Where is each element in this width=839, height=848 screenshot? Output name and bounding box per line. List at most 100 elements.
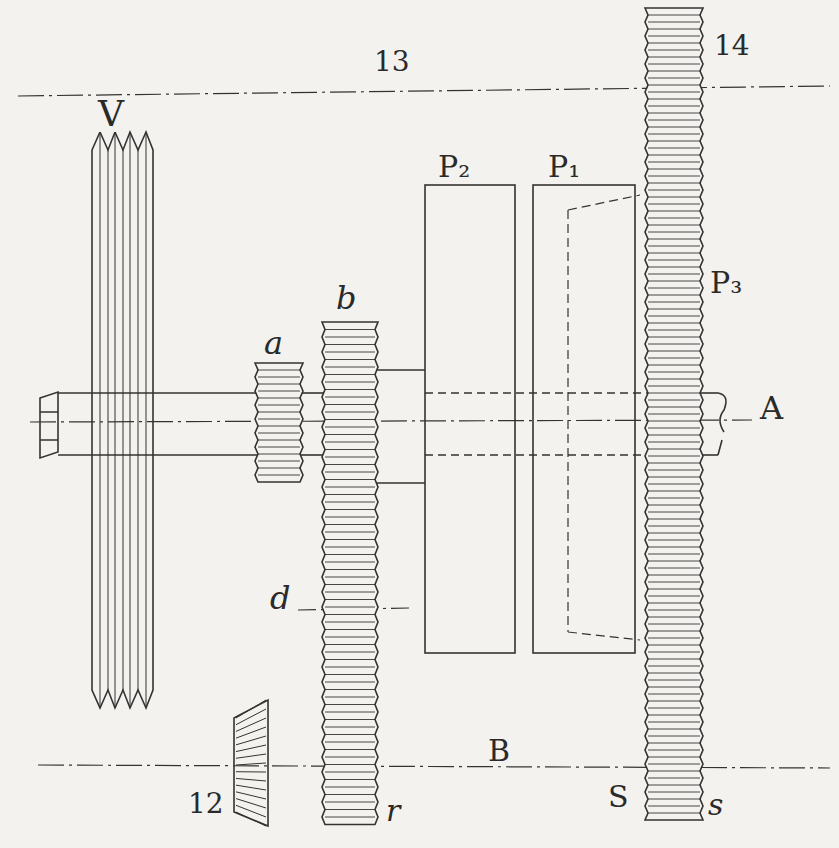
- gear-tooth: [648, 358, 700, 359]
- gear-tooth: [648, 183, 700, 184]
- gear-tooth: [325, 577, 375, 578]
- gear-tooth: [648, 463, 700, 464]
- gear-tooth: [325, 532, 375, 533]
- gear-tooth: [648, 484, 700, 485]
- part-letter: P₂: [436, 152, 472, 182]
- gear-tooth: [648, 162, 700, 163]
- gear-tooth: [648, 211, 700, 212]
- gear-tooth: [648, 449, 700, 450]
- gear-tooth: [648, 505, 700, 506]
- gear-tooth: [325, 337, 375, 338]
- gear-tooth: [648, 372, 700, 373]
- gear-tooth: [648, 729, 700, 730]
- gear-tooth: [648, 519, 700, 520]
- gear-tooth: [648, 715, 700, 716]
- part-letter: b: [334, 282, 358, 314]
- gear-tooth: [258, 433, 300, 434]
- gear-tooth: [325, 569, 375, 570]
- gear-tooth: [648, 50, 700, 51]
- gear-tooth: [325, 689, 375, 690]
- gear-tooth: [325, 457, 375, 458]
- gear-tooth: [648, 575, 700, 576]
- gear-tooth: [258, 384, 300, 385]
- gear-tooth: [258, 412, 300, 413]
- gear-tooth: [648, 176, 700, 177]
- gear-tooth: [258, 475, 300, 476]
- gear-tooth: [648, 330, 700, 331]
- gear-tooth: [258, 377, 300, 378]
- gear-tooth: [648, 295, 700, 296]
- gear-tooth: [325, 697, 375, 698]
- shaft: [700, 392, 718, 394]
- gear-tooth: [325, 359, 375, 360]
- gear-tooth: [325, 599, 375, 600]
- callout-number: 14: [712, 32, 752, 60]
- gear-tooth: [258, 419, 300, 420]
- hub: [375, 370, 425, 483]
- gear-tooth: [648, 799, 700, 800]
- gear-tooth: [258, 370, 300, 371]
- gear-tooth: [648, 36, 700, 37]
- gear-tooth: [325, 412, 375, 413]
- gear-tooth: [648, 134, 700, 135]
- v-pulley: [92, 132, 153, 708]
- bevel-tooth: [236, 785, 266, 790]
- gear-tooth: [325, 764, 375, 765]
- center-line: [18, 86, 830, 96]
- gear-tooth: [325, 659, 375, 660]
- gear-tooth: [648, 400, 700, 401]
- gear-tooth: [648, 554, 700, 555]
- gear-tooth: [648, 694, 700, 695]
- gear-tooth: [648, 155, 700, 156]
- gear-tooth: [325, 734, 375, 735]
- gear-tooth: [648, 603, 700, 604]
- shaft: [425, 454, 648, 456]
- gear-tooth: [325, 817, 375, 818]
- gear-tooth: [325, 382, 375, 383]
- gear-tooth: [648, 722, 700, 723]
- bevel-gear: [234, 700, 268, 826]
- gear-tooth: [325, 637, 375, 638]
- gear-tooth: [325, 554, 375, 555]
- gear-tooth: [648, 687, 700, 688]
- gear-tooth: [325, 584, 375, 585]
- gear-tooth: [648, 638, 700, 639]
- shaft: [300, 454, 325, 456]
- gear-tooth: [648, 736, 700, 737]
- gear-tooth: [648, 470, 700, 471]
- gear-tooth: [325, 749, 375, 750]
- gear-outline: [322, 322, 378, 825]
- gear-tooth: [325, 539, 375, 540]
- gear-tooth: [325, 674, 375, 675]
- bevel-tooth: [236, 709, 266, 725]
- part-letter: P₃: [708, 268, 744, 298]
- gear-tooth: [258, 461, 300, 462]
- part-letter: A: [758, 392, 785, 424]
- gear-tooth: [325, 727, 375, 728]
- gear-tooth: [325, 592, 375, 593]
- shaft-end: [718, 393, 726, 455]
- gear-tooth: [648, 127, 700, 128]
- gear-tooth: [648, 218, 700, 219]
- gear-tooth: [325, 397, 375, 398]
- gear-tooth: [648, 351, 700, 352]
- gear-tooth: [325, 509, 375, 510]
- gear-tooth: [325, 757, 375, 758]
- gear-tooth: [258, 468, 300, 469]
- gear-tooth: [648, 71, 700, 72]
- gear-tooth: [325, 809, 375, 810]
- gear-tooth: [325, 434, 375, 435]
- part-letter: d: [268, 582, 292, 614]
- gear-tooth: [648, 645, 700, 646]
- gear-tooth: [648, 106, 700, 107]
- shaft: [58, 454, 258, 456]
- gear-tooth: [258, 454, 300, 455]
- gear-tooth: [648, 491, 700, 492]
- bevel-tooth: [236, 700, 266, 718]
- gear-tooth: [325, 682, 375, 683]
- gear-tooth: [648, 596, 700, 597]
- shaft: [300, 392, 325, 394]
- gear-tooth: [648, 246, 700, 247]
- gear-tooth: [648, 540, 700, 541]
- gear-tooth: [325, 614, 375, 615]
